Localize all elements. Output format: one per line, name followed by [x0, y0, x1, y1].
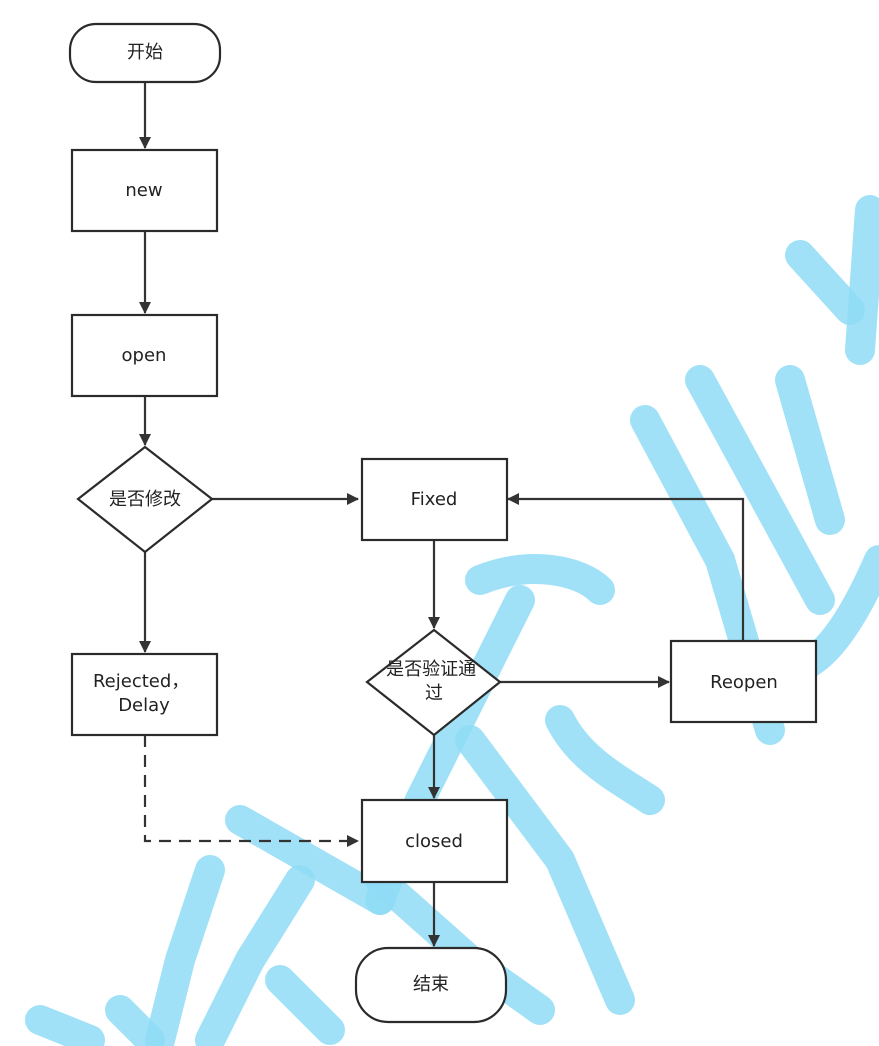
watermark-stroke: [195, 865, 315, 1046]
process-shape: [360, 798, 509, 884]
watermark-stroke: [785, 240, 865, 325]
process-shape: [360, 457, 509, 542]
process-shape: [669, 639, 818, 724]
node-end: 结束: [354, 946, 508, 1024]
node-rejected: Rejected， Delay: [70, 652, 219, 737]
watermark-stroke: [545, 705, 665, 815]
node-decision-modify-label: 是否修改: [109, 489, 181, 510]
process-shape: [70, 148, 219, 233]
decision-shape: [365, 628, 502, 737]
edge-rejected-to-closed: [143, 735, 359, 847]
watermark-stroke: [775, 365, 845, 535]
watermark-stroke: [105, 995, 165, 1046]
decision-shape: [76, 445, 214, 554]
terminal-shape: [68, 22, 222, 84]
watermark-stroke: [845, 195, 879, 365]
watermark-stroke: [455, 725, 635, 1015]
node-rejected-label: Rejected， Delay: [93, 671, 195, 716]
terminal-shape: [354, 946, 508, 1024]
process-shape: [70, 652, 219, 737]
node-end-label: 结束: [413, 974, 449, 995]
node-start: 开始: [68, 22, 222, 84]
node-reopen-label: Reopen: [710, 672, 778, 693]
node-decision-verify-label-line1: 是否验证通: [386, 659, 476, 680]
watermark-stroke: [465, 554, 615, 605]
node-fixed-label: Fixed: [411, 489, 458, 510]
node-new-label: new: [125, 180, 162, 201]
edge-reopen-to-fixed: [507, 493, 745, 641]
watermark-stroke: [265, 965, 345, 1045]
node-decision-modify: 是否修改: [76, 445, 214, 554]
node-fixed: Fixed: [360, 457, 509, 542]
node-rejected-label-line1: Rejected，: [93, 671, 189, 692]
node-decision-verify: 是否验证通 过: [365, 628, 502, 737]
node-open-label: open: [122, 345, 167, 366]
node-open: open: [70, 313, 219, 398]
node-new: new: [70, 148, 219, 233]
watermark-stroke: [685, 365, 835, 615]
node-rejected-label-line2: Delay: [118, 695, 170, 716]
node-decision-verify-label: 是否验证通 过: [386, 659, 482, 704]
watermark-stroke: [225, 805, 395, 915]
node-closed-label: closed: [405, 831, 463, 852]
node-reopen: Reopen: [669, 639, 818, 724]
watermark-stroke: [25, 1005, 105, 1046]
node-decision-verify-label-line2: 过: [425, 683, 443, 704]
node-closed: closed: [360, 798, 509, 884]
edges: [139, 82, 745, 947]
watermark-stroke: [145, 855, 225, 1046]
process-shape: [70, 313, 219, 398]
node-start-label: 开始: [127, 42, 163, 63]
